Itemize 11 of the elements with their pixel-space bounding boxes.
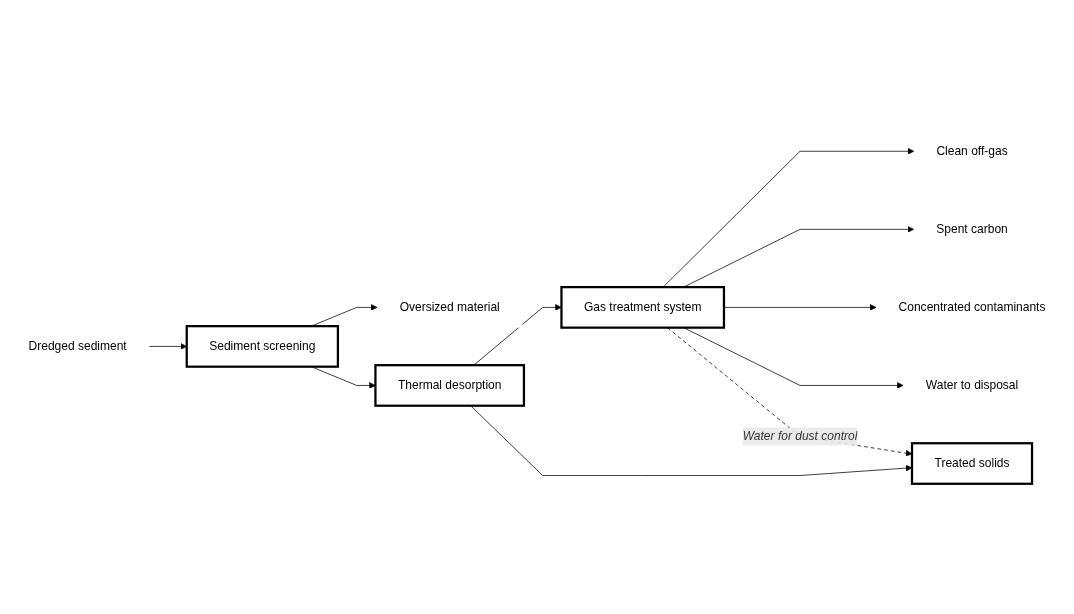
node-box: Gas treatment system: [560, 285, 726, 329]
edge-label: Water for dust control: [742, 429, 858, 443]
node-text: Water to disposal: [925, 378, 1019, 392]
node-text: Dredged sediment: [28, 339, 127, 353]
node-text: Concentrated contaminants: [898, 300, 1046, 313]
node-text: Spent carbon: [936, 222, 1008, 235]
node-box: Treated solids: [910, 441, 1034, 485]
node-text: Clean off-gas: [936, 144, 1008, 157]
node-text: Oversized material: [399, 300, 500, 313]
node-box: Thermal desorption: [374, 363, 526, 407]
node-box: Sediment screening: [185, 324, 340, 368]
